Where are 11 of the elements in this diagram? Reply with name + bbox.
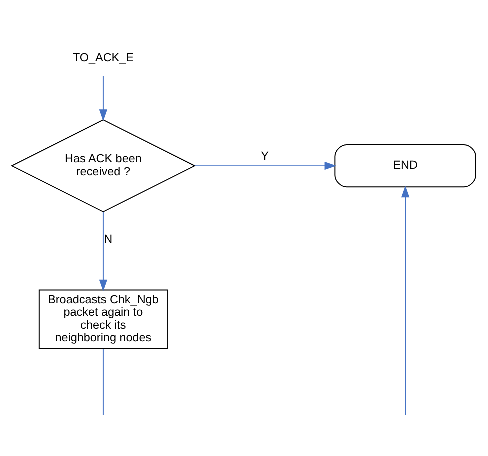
arrow bbox=[401, 185, 410, 416]
node-box: END bbox=[334, 144, 476, 188]
node-diamond: Has ACK been received ? bbox=[10, 119, 196, 212]
edge-label: N bbox=[104, 232, 113, 246]
node-text: TO_ACK_E bbox=[72, 51, 134, 64]
arrow bbox=[99, 75, 108, 121]
connector bbox=[102, 348, 104, 416]
edge-label: Y bbox=[261, 149, 269, 162]
arrow bbox=[99, 211, 108, 292]
node-box: Broadcasts Chk_Ngb packet again to check its neighboring nodes bbox=[38, 289, 168, 349]
arrow bbox=[194, 161, 337, 170]
